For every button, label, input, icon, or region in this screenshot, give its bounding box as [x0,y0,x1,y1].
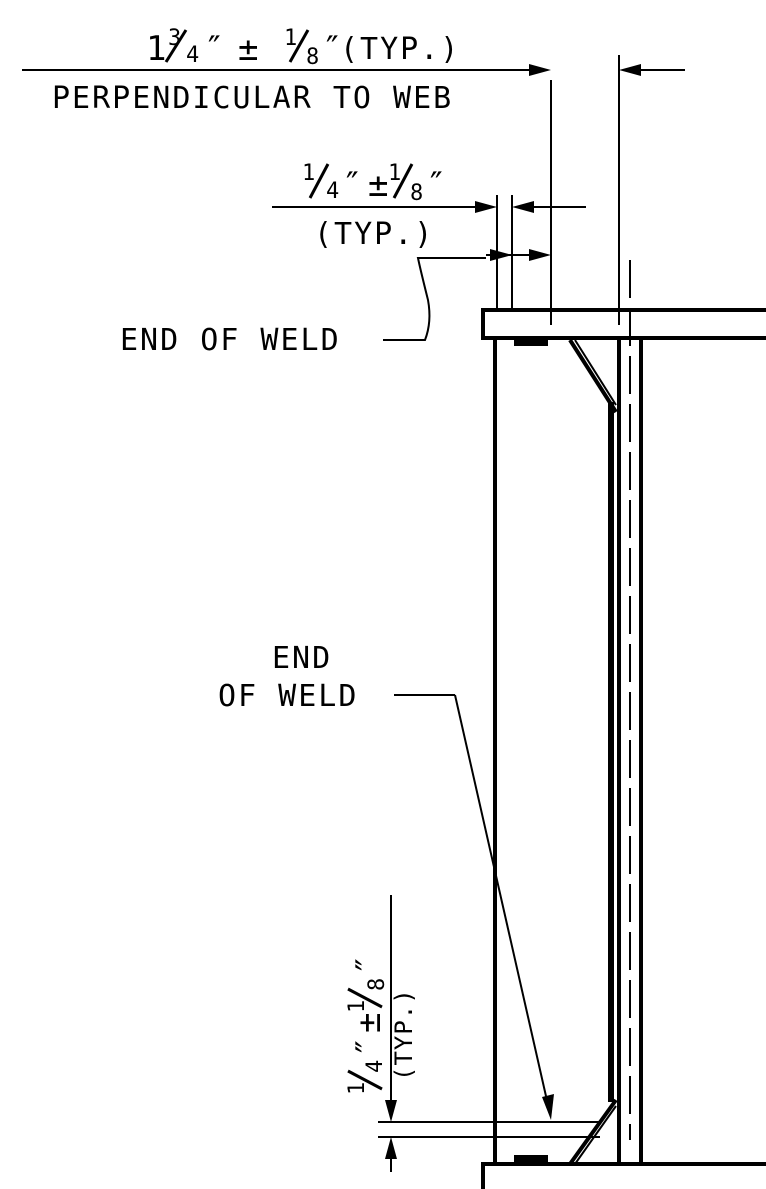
mid-dim-tol-num: 1 [388,161,401,186]
top-dim-inch: ″ [204,29,225,69]
top-dim-tol-den: 8 [306,45,319,70]
top-dim-frac-den: 4 [186,43,199,68]
end-of-weld-bottom-label-1: END [272,641,332,676]
mid-dim-tol-den: 8 [410,181,423,206]
bottom-dim-tol-inch: ″ [349,954,389,975]
end-of-weld-bottom-arrow [542,1094,554,1120]
mid-dim-inch: ″ [342,165,363,205]
bottom-dim-arrow-bottom [385,1137,397,1159]
top-dim-whole: 1 [146,29,167,69]
bottom-dim-tol-den: 8 [365,978,390,991]
mid-dim-tol-bar [392,163,414,199]
mid-dim-tol-inch: ″ [426,165,447,205]
bottom-dim-tol-num: 1 [345,1000,370,1013]
top-dim-frac-bar [164,29,188,63]
mid-dim-arrow-left [475,201,497,213]
mid-dim-num: 1 [302,161,315,186]
mid-dim2-arrow-left [490,249,512,261]
top-flange-weld [514,339,548,346]
mid-dim-arrow-right [512,201,534,213]
top-dim-tol-num: 1 [284,26,297,51]
top-dim-tol-bar [288,29,310,63]
bottom-dim-tol-bar [347,987,383,1009]
top-dim-pm: ± [238,29,259,69]
bottom-dim-typ: (TYP.) [390,988,418,1081]
top-dimension: 1 3 4 ″ ± 1 8 ″ (TYP.) PERPENDICULAR TO … [22,26,685,116]
end-of-weld-bottom-callout: END OF WELD [218,641,554,1120]
steel-structure [481,55,766,1189]
top-clip-bevel [574,339,617,406]
mid-dim-bar [308,163,330,199]
bottom-dimension: 1 4 ″ ± 1 8 ″ (TYP.) [345,895,600,1172]
web-fillet-weld [608,402,614,1102]
end-of-weld-bottom-label-2: OF WELD [218,679,358,714]
mid-dim-pm: ± [368,165,389,205]
bottom-dim-arrow-top [385,1100,397,1122]
end-of-weld-bottom-leader-diag [454,694,549,1106]
mid-dim2-arrow-right [529,249,551,261]
mid-dim-typ: (TYP.) [314,217,434,252]
end-of-weld-top-callout: END OF WELD [120,257,486,358]
mid-dimension: 1 4 ″ ± 1 8 ″ (TYP.) [272,161,586,261]
bottom-dim-den: 4 [363,1060,388,1073]
bottom-dim-inch: ″ [349,1036,389,1057]
bottom-flange [481,1162,766,1189]
bottom-dim-num: 1 [345,1082,370,1095]
end-of-weld-top-label: END OF WELD [120,323,341,358]
top-dim-arrow-right [619,64,641,76]
welds [514,339,614,1162]
top-dim-arrow-left [529,64,551,76]
top-dim-note: PERPENDICULAR TO WEB [52,81,453,116]
end-of-weld-top-leader [383,257,486,341]
bottom-dim-pm: ± [349,1012,389,1033]
top-corner-clip [568,338,618,414]
bottom-dim-bar [347,1069,383,1091]
top-dim-tol-inch: ″ [322,29,343,69]
mid-dim-den: 4 [326,179,339,204]
top-dim-typ: (TYP.) [340,32,460,67]
bottom-corner-clip [568,1098,618,1166]
bottom-flange-weld [514,1155,548,1162]
bottom-clip-bevel [574,1105,617,1165]
top-flange [481,308,766,340]
bottom-dim-label: 1 4 ″ ± 1 8 ″ (TYP.) [345,954,418,1095]
